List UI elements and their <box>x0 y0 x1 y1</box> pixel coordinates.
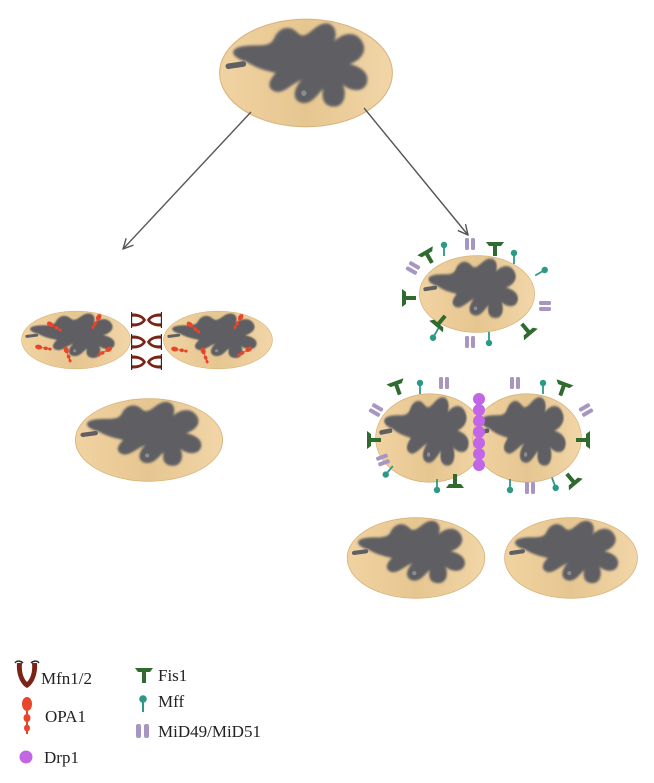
opa-legend-label: OPA1 <box>45 707 86 726</box>
fis-legend-label: Fis1 <box>158 666 187 685</box>
fis-legend-icon <box>135 668 153 683</box>
arrow-to-fusion <box>123 111 252 249</box>
fission-daughter-left <box>347 518 485 599</box>
mfn-legend-icon <box>14 660 40 688</box>
fusion-pair <box>22 311 273 371</box>
mfn-legend-label: Mfn1/2 <box>41 669 92 688</box>
fusion-right-mitochondrion <box>164 311 273 369</box>
fusion-left-mitochondrion <box>22 311 131 369</box>
mff-legend-icon <box>139 695 147 712</box>
legend: Mfn1/2 OPA1 Drp1 Fis1 Mff MiD49/MiD51 <box>14 660 261 767</box>
drp-legend-icon <box>19 750 33 764</box>
mid-legend-icon <box>136 724 149 738</box>
mfn-tethers <box>131 311 162 371</box>
fission-daughter-right <box>505 518 638 599</box>
fission-constricting-mitochondrion <box>367 377 594 495</box>
opa-legend-icon <box>22 697 32 734</box>
fused-mitochondrion <box>75 399 222 482</box>
mid-legend-label: MiD49/MiD51 <box>158 722 261 741</box>
arrow-to-fission <box>363 107 468 235</box>
drp-legend-label: Drp1 <box>44 748 79 767</box>
mff-legend-label: Mff <box>158 692 184 711</box>
fission-recruitment-mitochondrion <box>402 238 551 348</box>
